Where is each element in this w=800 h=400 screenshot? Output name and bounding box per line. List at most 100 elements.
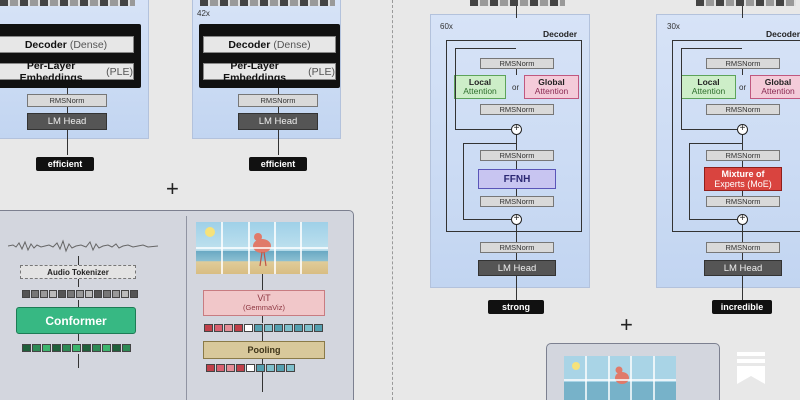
- global-subtitle: Attention: [534, 86, 569, 96]
- token-cell: [112, 290, 120, 298]
- image-patch-grid: [196, 222, 328, 274]
- connector: [516, 189, 518, 196]
- vit-subtitle: (GemmaViz): [243, 302, 285, 312]
- panel-divider: [186, 216, 187, 400]
- connector: [742, 161, 744, 167]
- ple-bar-e4b: Per-Layer Embeddings (PLE): [203, 60, 336, 84]
- conformer-box: Conformer: [16, 307, 136, 334]
- connector: [78, 354, 80, 368]
- token-cell: [112, 344, 121, 352]
- input-tokens-e4b: [200, 0, 335, 6]
- local-subtitle: Attention: [463, 86, 497, 96]
- token-cell: [58, 290, 66, 298]
- token-cell: [102, 344, 111, 352]
- lm-head-dense: LM Head: [478, 260, 556, 276]
- connector: [516, 135, 518, 150]
- token-cell: [206, 364, 215, 372]
- rmsnorm-post-ffn-dense: RMSNorm: [480, 196, 554, 207]
- connector: [742, 69, 744, 75]
- connector: [67, 88, 69, 94]
- local-title: Local: [697, 77, 720, 88]
- connector: [689, 219, 737, 221]
- decoder-label: Decoder: [24, 38, 67, 51]
- vit-title: ViT: [257, 292, 271, 303]
- token-cell: [130, 290, 138, 298]
- connector: [455, 129, 511, 131]
- plus-sign-left: +: [166, 176, 179, 201]
- token-cell: [49, 290, 57, 298]
- residual-add-icon: +: [737, 214, 748, 225]
- token-cell: [22, 290, 30, 298]
- pooling-box: Pooling: [203, 341, 325, 359]
- lm-head-moe: LM Head: [704, 260, 782, 276]
- ple-label: Per-Layer Embeddings: [223, 59, 287, 84]
- global-title: Global: [538, 77, 565, 88]
- rmsnorm-ffn-moe: RMSNorm: [706, 150, 780, 161]
- token-cell: [103, 290, 111, 298]
- ple-bar-e2b: Per-Layer Embeddings(PLE): [0, 60, 134, 84]
- connector: [516, 6, 518, 18]
- input-tokens-dense: [470, 0, 565, 6]
- bookmark-icon[interactable]: [736, 352, 766, 384]
- token-cell: [226, 364, 235, 372]
- residual-add-icon: +: [511, 124, 522, 135]
- ple-label: Per-Layer Embeddings: [19, 59, 83, 84]
- global-subtitle: Attention: [761, 86, 795, 96]
- connector: [262, 359, 264, 365]
- token-cell: [121, 290, 129, 298]
- connector: [463, 143, 516, 145]
- decoder-type: (Dense): [273, 38, 311, 51]
- local-subtitle: Attention: [691, 86, 726, 96]
- decoder-frame-dense: [446, 40, 582, 232]
- connector: [742, 253, 744, 260]
- moe-title: Mixture of: [721, 168, 765, 179]
- connector: [689, 143, 691, 220]
- connector: [742, 225, 744, 242]
- connector: [262, 274, 264, 290]
- audio-waveform-icon: [8, 239, 158, 253]
- token-cell: [82, 344, 91, 352]
- rmsnorm-attn-moe: RMSNorm: [706, 58, 780, 69]
- rmsnorm-post-attn-dense: RMSNorm: [480, 104, 554, 115]
- repeat-count-dense: 60x: [440, 22, 453, 31]
- rmsnorm-e4b: RMSNorm: [238, 94, 318, 107]
- residual-add-icon: +: [737, 124, 748, 135]
- rmsnorm-e2b: RMSNorm: [27, 94, 107, 107]
- lm-head-e2b: LM Head: [27, 113, 107, 130]
- connector: [278, 88, 280, 94]
- token-cell: [92, 344, 101, 352]
- token-cell: [31, 290, 39, 298]
- token-cell: [266, 364, 275, 372]
- output-label-moe: incredible: [712, 300, 772, 314]
- token-cell: [22, 344, 31, 352]
- token-cell: [284, 324, 293, 332]
- connector: [516, 161, 518, 169]
- decoder-dense-bar-e2b: Decoder(Dense): [0, 36, 134, 53]
- connector: [742, 276, 744, 300]
- local-title: Local: [468, 77, 492, 88]
- token-cell: [42, 344, 51, 352]
- section-divider: [392, 0, 393, 400]
- output-label-e2b: efficient: [36, 157, 94, 171]
- token-cell: [122, 344, 131, 352]
- connector: [278, 107, 280, 113]
- token-cell: [214, 324, 223, 332]
- rmsnorm-attn-dense: RMSNorm: [480, 58, 554, 69]
- ple-abbrev: (PLE): [308, 65, 335, 78]
- token-cell: [236, 364, 245, 372]
- input-tokens-moe: [696, 0, 796, 6]
- connector: [681, 48, 683, 130]
- repeat-count-moe: 30x: [667, 22, 680, 31]
- token-cell: [274, 324, 283, 332]
- sun-icon: [205, 227, 215, 237]
- moe-subtitle: Experts (MoE): [714, 179, 772, 189]
- residual-add-icon: +: [511, 214, 522, 225]
- connector: [78, 256, 80, 265]
- bird-icon: [253, 233, 271, 267]
- token-cell: [294, 324, 303, 332]
- token-cell: [40, 290, 48, 298]
